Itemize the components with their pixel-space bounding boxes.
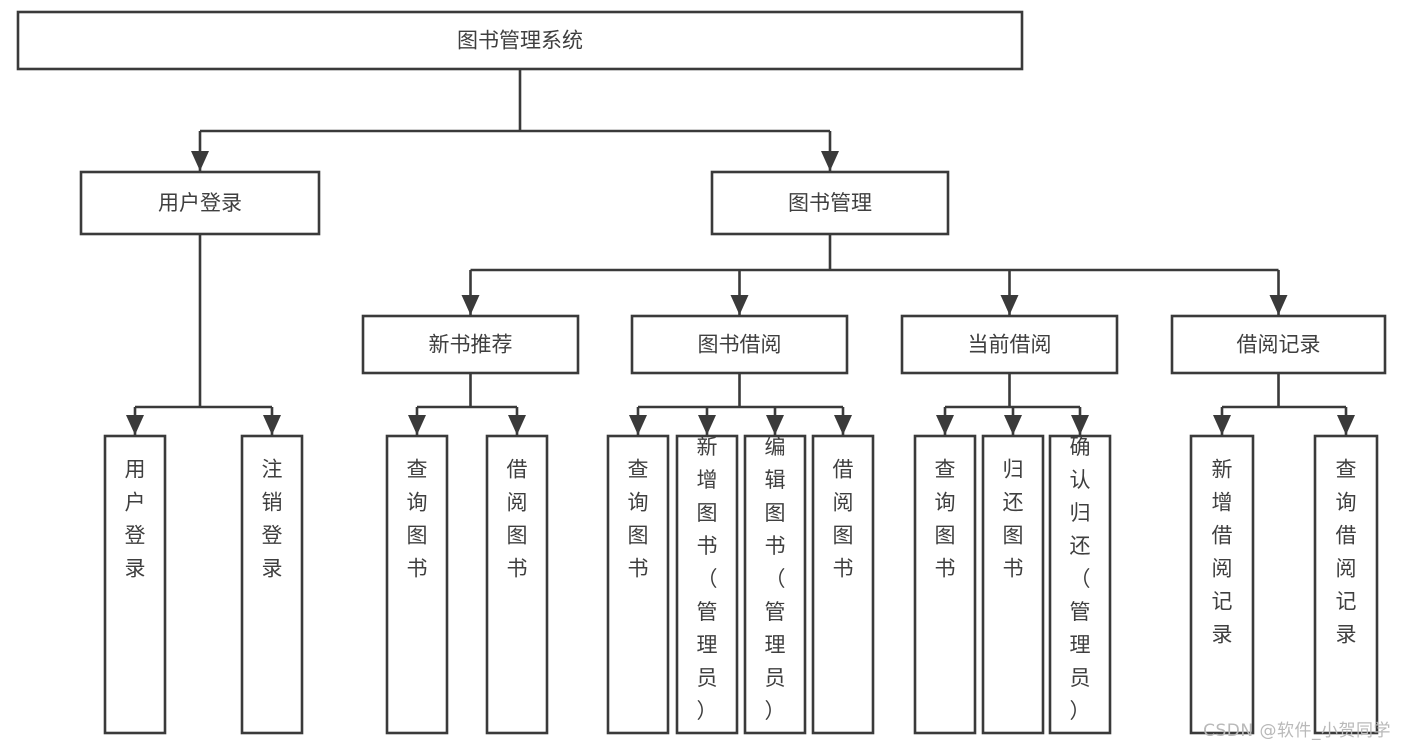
- arrow-head-icon-leaf-query-record: [1337, 415, 1355, 435]
- node-new-book-recommend[interactable]: 新书推荐: [361, 314, 580, 375]
- node-book-management[interactable]: 图书管理: [710, 170, 950, 236]
- node-box-user-login: [79, 170, 321, 236]
- node-label-book-management: 图书管理: [788, 191, 872, 215]
- node-user-login[interactable]: 用户登录: [79, 170, 321, 236]
- node-leaf-add-record[interactable]: 新增借阅记录: [1189, 434, 1255, 735]
- arrow-head-icon-leaf-query-book-current: [936, 415, 954, 435]
- arrow-head-icon-book-borrow: [730, 295, 749, 315]
- node-label-new-book-recommend: 新书推荐: [429, 333, 513, 357]
- node-label-borrow-record: 借阅记录: [1237, 333, 1321, 357]
- node-box-new-book-recommend: [361, 314, 580, 375]
- node-label-leaf-user-login: 用户登录: [125, 458, 146, 581]
- arrow-head-icon-new-book-recommend: [461, 295, 480, 315]
- node-box-book-borrow: [630, 314, 849, 375]
- node-box-book-management: [710, 170, 950, 236]
- node-leaf-return-book[interactable]: 归还图书: [981, 434, 1045, 735]
- node-box-leaf-confirm-return: [1048, 434, 1112, 735]
- arrow-head-icon-leaf-return-book: [1004, 415, 1022, 435]
- arrow-head-icon-leaf-confirm-return: [1071, 415, 1089, 435]
- node-leaf-query-book-current[interactable]: 查询图书: [913, 434, 977, 735]
- node-leaf-query-book-borrow[interactable]: 查询图书: [606, 434, 670, 735]
- node-box-leaf-query-book-borrow: [606, 434, 670, 735]
- arrow-head-icon-leaf-borrow-book: [834, 415, 852, 435]
- node-book-borrow[interactable]: 图书借阅: [630, 314, 849, 375]
- node-box-leaf-query-book-new: [385, 434, 449, 735]
- arrow-head-icon-leaf-logout: [263, 415, 281, 435]
- arrow-head-icon-borrow-record: [1269, 295, 1288, 315]
- node-label-root: 图书管理系统: [457, 29, 583, 53]
- node-leaf-logout[interactable]: 注销登录: [240, 434, 304, 735]
- node-label-leaf-query-book-borrow: 查询图书: [628, 458, 649, 581]
- nodes-layer: 图书管理系统用户登录图书管理新书推荐图书借阅当前借阅借阅记录用户登录注销登录查询…: [16, 10, 1387, 735]
- arrow-head-icon-leaf-query-book-new: [408, 415, 426, 435]
- arrow-head-icon-leaf-add-book: [698, 415, 716, 435]
- node-box-leaf-logout: [240, 434, 304, 735]
- node-label-leaf-logout: 注销登录: [262, 458, 283, 581]
- node-box-leaf-query-book-current: [913, 434, 977, 735]
- node-box-leaf-edit-book: [743, 434, 807, 735]
- node-label-leaf-query-record: 查询借阅记录: [1336, 458, 1357, 647]
- node-box-borrow-record: [1170, 314, 1387, 375]
- node-borrow-record[interactable]: 借阅记录: [1170, 314, 1387, 375]
- node-label-leaf-query-book-new: 查询图书: [407, 458, 428, 581]
- node-label-leaf-borrow-book-new: 借阅图书: [507, 458, 528, 581]
- arrow-head-icon-leaf-add-record: [1213, 415, 1231, 435]
- node-box-root: [16, 10, 1024, 71]
- node-label-leaf-borrow-book: 借阅图书: [833, 458, 854, 581]
- node-leaf-borrow-book[interactable]: 借阅图书: [811, 434, 875, 735]
- arrow-head-icon-book-management: [821, 151, 839, 171]
- node-label-book-borrow: 图书借阅: [698, 333, 782, 357]
- node-root[interactable]: 图书管理系统: [16, 10, 1024, 71]
- node-label-user-login: 用户登录: [158, 191, 242, 215]
- node-leaf-confirm-return[interactable]: 确认归还（管理员）: [1048, 434, 1112, 735]
- arrow-head-icon-current-borrow: [1000, 295, 1019, 315]
- node-leaf-edit-book[interactable]: 编辑图书（管理员）: [743, 434, 807, 735]
- node-leaf-query-record[interactable]: 查询借阅记录: [1313, 434, 1379, 735]
- node-label-leaf-add-record: 新增借阅记录: [1212, 458, 1233, 647]
- node-box-leaf-return-book: [981, 434, 1045, 735]
- node-label-leaf-return-book: 归还图书: [1003, 458, 1024, 581]
- arrow-head-icon-user-login: [191, 151, 209, 171]
- arrow-head-icon-leaf-edit-book: [766, 415, 784, 435]
- arrow-head-icon-leaf-user-login: [126, 415, 144, 435]
- node-label-current-borrow: 当前借阅: [968, 333, 1052, 357]
- arrow-head-icon-leaf-borrow-book-new: [508, 415, 526, 435]
- node-box-leaf-borrow-book-new: [485, 434, 549, 735]
- node-label-leaf-add-book: 新增图书（管理员）: [697, 435, 718, 723]
- node-box-current-borrow: [900, 314, 1119, 375]
- node-leaf-add-book[interactable]: 新增图书（管理员）: [675, 434, 739, 735]
- node-current-borrow[interactable]: 当前借阅: [900, 314, 1119, 375]
- node-leaf-user-login[interactable]: 用户登录: [103, 434, 167, 735]
- node-box-leaf-user-login: [103, 434, 167, 735]
- arrow-head-icon-leaf-query-book-borrow: [629, 415, 647, 435]
- node-box-leaf-query-record: [1313, 434, 1379, 735]
- node-box-leaf-add-record: [1189, 434, 1255, 735]
- node-box-leaf-add-book: [675, 434, 739, 735]
- node-label-leaf-edit-book: 编辑图书（管理员）: [765, 435, 786, 723]
- node-leaf-query-book-new[interactable]: 查询图书: [385, 434, 449, 735]
- node-box-leaf-borrow-book: [811, 434, 875, 735]
- node-label-leaf-query-book-current: 查询图书: [935, 458, 956, 581]
- node-leaf-borrow-book-new[interactable]: 借阅图书: [485, 434, 549, 735]
- node-label-leaf-confirm-return: 确认归还（管理员）: [1070, 435, 1091, 723]
- connectors-layer: [126, 69, 1355, 435]
